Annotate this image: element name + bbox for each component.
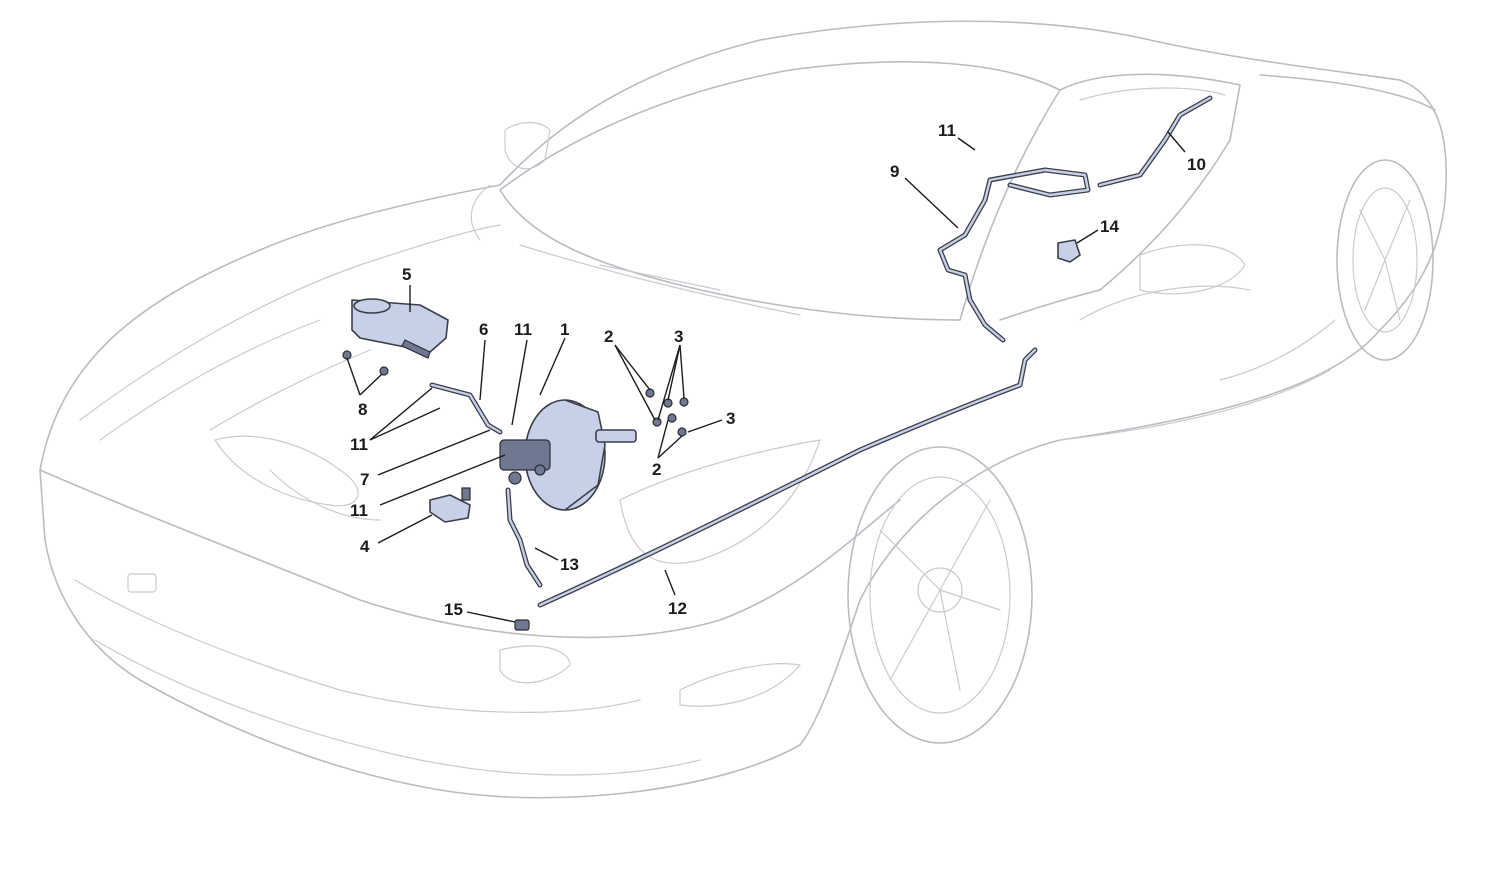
- callout-5: 5: [402, 265, 411, 284]
- callout-11c: 11: [350, 501, 368, 520]
- part-4-bracket: [429, 487, 471, 523]
- part-1-brake-booster: [499, 399, 637, 511]
- callout-11b: 11: [350, 435, 368, 454]
- leader-3a-3: [657, 344, 681, 421]
- part-10-rear-line: [1097, 95, 1213, 188]
- leader-4: [377, 514, 433, 544]
- leader-3a-2: [679, 344, 685, 399]
- callout-11a: 11: [514, 320, 532, 339]
- callout-14: 14: [1100, 217, 1119, 236]
- callout-12: 12: [668, 599, 687, 618]
- callout-3b: 3: [726, 409, 735, 428]
- callout-3a: 3: [674, 327, 683, 346]
- leader-7: [377, 429, 491, 476]
- leader-15: [466, 611, 516, 623]
- part-15-clip: [514, 619, 530, 631]
- leader-11c: [379, 454, 506, 506]
- leader-2a-2: [614, 344, 656, 421]
- leader-12: [664, 569, 676, 596]
- callout-15: 15: [444, 600, 463, 619]
- part-13-vacuum-hose: [505, 487, 543, 588]
- leader-11a: [511, 339, 528, 426]
- part-5-brake-fluid-reservoir: [351, 298, 449, 359]
- leader-8a: [346, 357, 361, 396]
- part-14-valve: [1057, 239, 1081, 263]
- leader-13: [534, 547, 559, 561]
- callout-13: 13: [560, 555, 579, 574]
- part-12-brake-line: [537, 347, 1038, 608]
- leader-9: [904, 177, 959, 229]
- callout-1: 1: [560, 320, 569, 339]
- callout-7: 7: [360, 470, 369, 489]
- leader-10: [1167, 131, 1186, 153]
- leader-2a-1: [614, 344, 651, 391]
- car-outline: [39, 20, 1447, 799]
- leader-11b-1: [369, 387, 433, 441]
- leader-3b: [687, 419, 723, 433]
- leader-6: [479, 339, 486, 401]
- callout-2b: 2: [652, 460, 661, 479]
- callout-2a: 2: [604, 327, 613, 346]
- leader-1: [539, 337, 566, 396]
- callout-4: 4: [360, 537, 370, 556]
- callout-11d: 11: [938, 121, 956, 140]
- part-8-fittings: [342, 350, 389, 376]
- leader-2b-2: [657, 435, 683, 459]
- callout-6: 6: [479, 320, 488, 339]
- callout-10: 10: [1187, 155, 1206, 174]
- leader-11d: [957, 137, 976, 151]
- leader-11b-2: [369, 407, 441, 441]
- callout-9: 9: [890, 162, 899, 181]
- callouts: 1 2 3 3 2 4 5 6 7 8 9 10 11 11 11 11 12 …: [346, 121, 1206, 623]
- part-9-hose-assembly: [937, 167, 1091, 343]
- leader-2b-1: [657, 419, 669, 459]
- part-2-3-nuts-washers: [645, 388, 689, 437]
- leader-14: [1076, 229, 1099, 244]
- leader-8b: [359, 373, 383, 396]
- part-6-brake-pipe: [429, 382, 503, 435]
- callout-8: 8: [358, 400, 367, 419]
